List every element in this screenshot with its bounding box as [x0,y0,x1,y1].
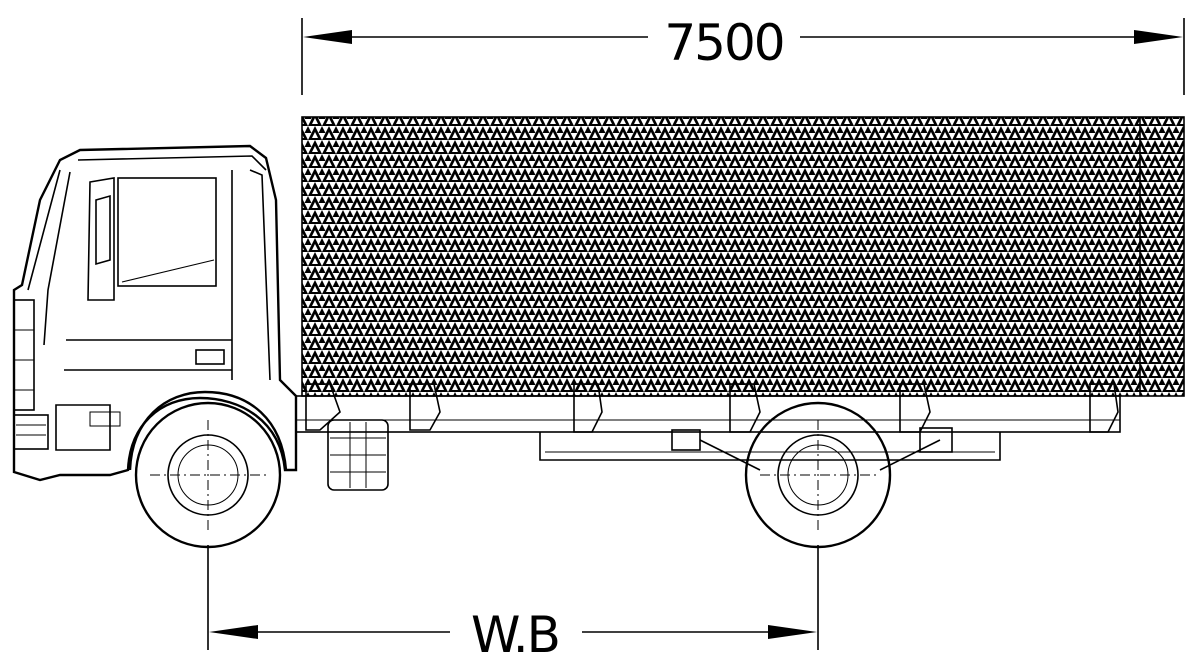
truck-cab [12,144,298,482]
chassis-lower-beam [539,432,1001,461]
length-arrow-left-icon [303,30,352,44]
frame-bracket-rear [919,427,953,453]
mount-bracket [1089,383,1119,433]
side-mirror [95,194,111,266]
mount-bracket [409,383,441,431]
headlight [13,414,49,450]
frame-bracket [671,429,701,451]
overall-length-label: 7500 [664,14,783,72]
mount-bracket [899,383,931,433]
mount-bracket [573,383,603,433]
cab-step [55,404,111,451]
overall-length-dimension: 7500 [301,14,1185,95]
front-grille [13,299,35,411]
front-wheel [134,401,282,549]
cab-outline [12,144,298,482]
front-wheel-arch [128,390,288,471]
cab-roof-line [77,155,267,171]
rear-suspension-links [699,439,941,471]
cargo-body [301,116,1185,397]
wheelbase-dimension: W.B [207,545,819,659]
cargo-box [301,116,1185,397]
rear-wheel [744,401,892,549]
body-mounting-brackets [305,383,1119,433]
wheelbase-arrow-left-icon [209,625,258,639]
mirror-arm [87,177,115,301]
chassis-rail [295,395,1121,433]
wheelbase-label: W.B [471,606,559,659]
cab-side-window [117,177,217,287]
wheelbase-arrow-right-icon [768,625,817,639]
windshield-edge [43,171,71,346]
windshield-pillar [27,169,61,291]
chassis-frame [295,383,1121,491]
fuel-tank [327,419,389,491]
door-handle [195,349,225,365]
mount-bracket [729,383,761,433]
fuel-tank-body [327,419,389,491]
cab-rear-edge [249,169,271,381]
length-arrow-right-icon [1134,30,1183,44]
